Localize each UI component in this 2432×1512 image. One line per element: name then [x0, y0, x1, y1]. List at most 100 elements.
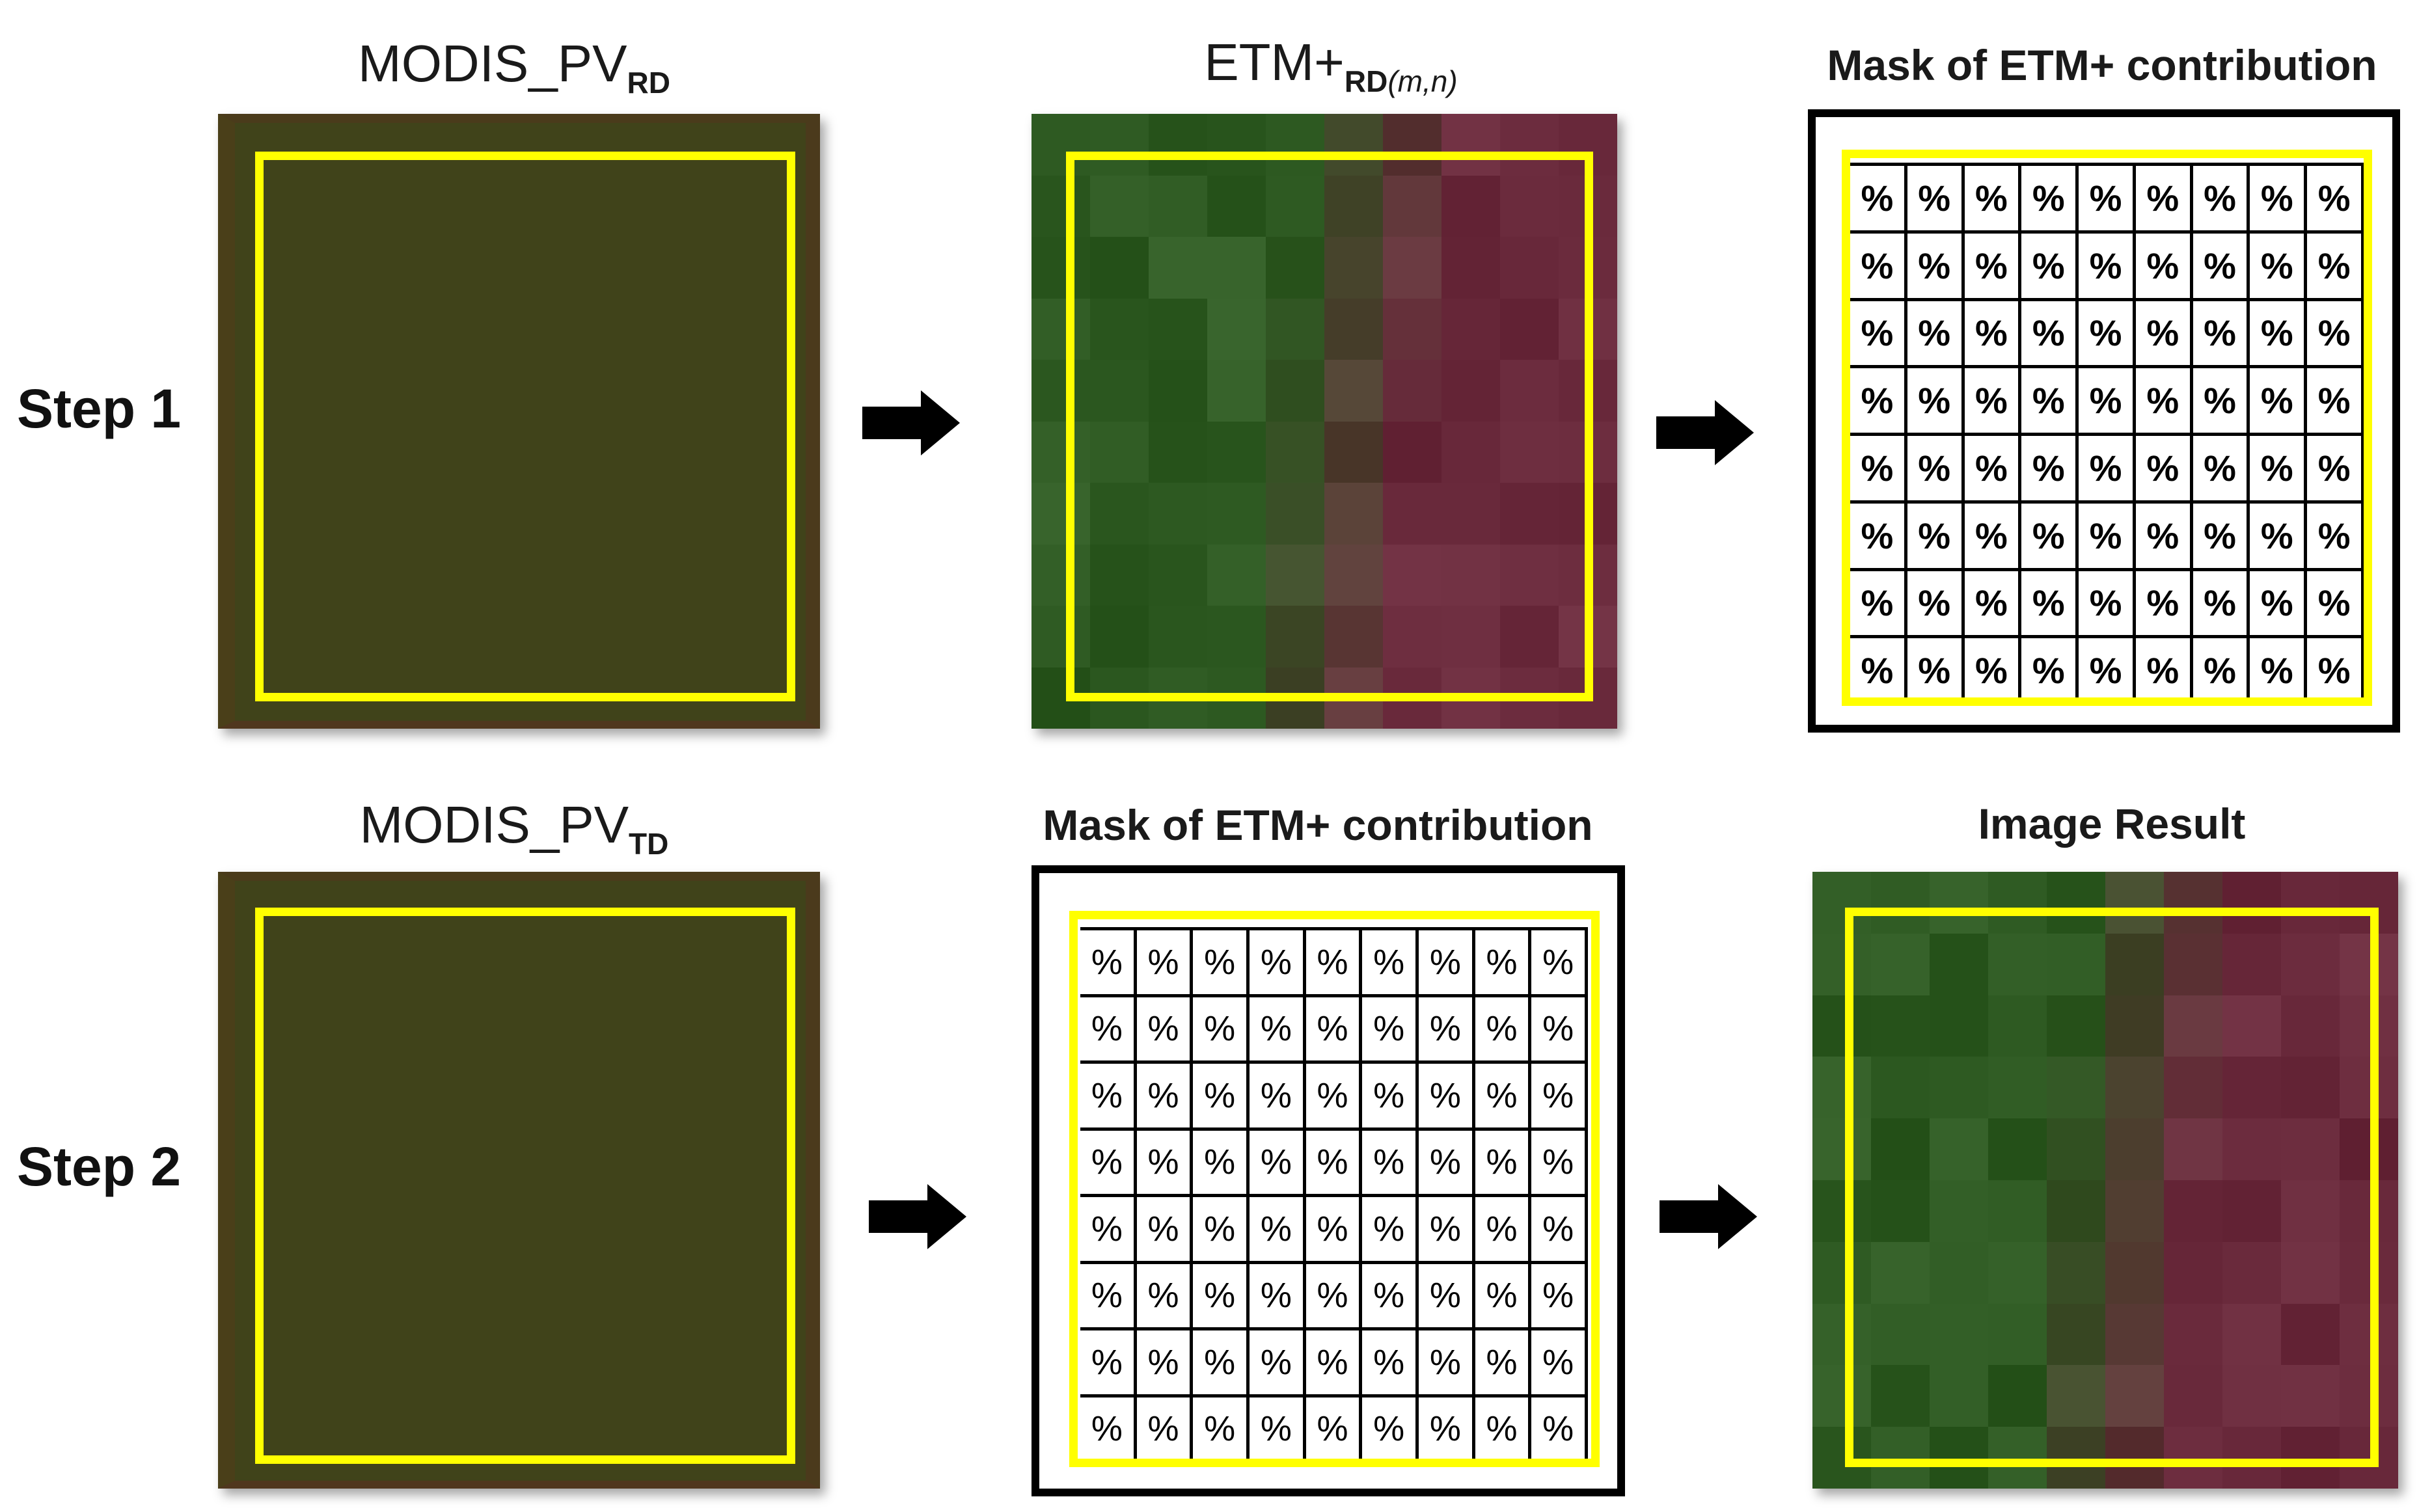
pixel-cell [1266, 483, 1324, 545]
pixel-cell [1930, 1365, 1988, 1427]
modis-pv-td-image [218, 872, 820, 1489]
mask-cell: % [2021, 233, 2079, 301]
mask-cell: % [1907, 571, 1965, 639]
mask-cell: % [1964, 368, 2022, 436]
pixel-cell [2340, 1303, 2398, 1366]
pixel-cell [1871, 872, 1930, 934]
mask-percent-grid: %%%%%%%%%%%%%%%%%%%%%%%%%%%%%%%%%%%%%%%%… [1850, 163, 2364, 706]
pixel-cell [1441, 544, 1500, 606]
mask-cell: % [1249, 930, 1306, 997]
pixel-cell [1930, 1241, 1988, 1304]
pixel-cell [1207, 237, 1266, 299]
mask-cell: % [1193, 997, 1250, 1064]
mask-cell: % [1305, 930, 1363, 997]
pixel-cell [1988, 1365, 2047, 1427]
pixel-cell [1930, 1427, 1988, 1489]
mask-cell: % [1531, 1263, 1588, 1330]
pixel-cell [1500, 483, 1559, 545]
mask-cell: % [2135, 368, 2193, 436]
mask-cell: % [2135, 233, 2193, 301]
pixel-cell [1930, 995, 1988, 1057]
pixel-cell [2047, 933, 2105, 995]
pixel-cell [1871, 1118, 1930, 1180]
mask-cell: % [1080, 1130, 1137, 1197]
pixel-cell [2281, 872, 2340, 934]
pixel-cell [2164, 1118, 2222, 1180]
pixel-cell [2340, 872, 2398, 934]
pixel-cell [2281, 933, 2340, 995]
pixel-cell [1441, 483, 1500, 545]
mask-cell: % [1362, 1064, 1419, 1131]
result-pixel-grid [1812, 872, 2398, 1489]
pixel-cell [1090, 114, 1149, 176]
pixel-cell [2105, 1180, 2164, 1242]
pixel-cell [1266, 421, 1324, 483]
pixel-cell [2340, 1365, 2398, 1427]
pixel-cell [2164, 933, 2222, 995]
pixel-cell [2047, 1180, 2105, 1242]
title-main: MODIS_PV [359, 796, 629, 854]
mask-contribution-panel [1032, 865, 1625, 1496]
pixel-cell [2222, 1180, 2281, 1242]
pixel-cell [1090, 175, 1149, 237]
mask-cell: % [1475, 1263, 1532, 1330]
pixel-cell [1149, 483, 1207, 545]
pixel-cell [2222, 1365, 2281, 1427]
pixel-cell [2222, 872, 2281, 934]
pixel-cell [2222, 995, 2281, 1057]
mask-cell: % [2250, 233, 2308, 301]
mask-cell: % [1475, 1197, 1532, 1264]
mask-cell: % [1907, 301, 1965, 369]
image-result-highlight-box [1845, 908, 2379, 1467]
pixel-cell [1500, 298, 1559, 360]
pixel-cell [1500, 606, 1559, 668]
mask-cell: % [1249, 1397, 1306, 1464]
mask-cell: % [1362, 1197, 1419, 1264]
pixel-cell [2164, 1241, 2222, 1304]
pixel-cell [1032, 421, 1090, 483]
pixel-cell [2340, 1057, 2398, 1119]
pixel-cell [2281, 1427, 2340, 1489]
mask-cell: % [1907, 503, 1965, 571]
pixel-cell [2281, 1303, 2340, 1366]
pixel-cell [1930, 872, 1988, 934]
mask-contribution-title: Mask of ETM+ contribution [1827, 41, 2377, 89]
mask-cell: % [2307, 503, 2364, 571]
pixel-cell [1032, 544, 1090, 606]
pixel-cell [1149, 298, 1207, 360]
pixel-cell [2164, 872, 2222, 934]
mask-cell: % [1850, 301, 1907, 369]
pixel-cell [1871, 1427, 1930, 1489]
pixel-cell [2105, 995, 2164, 1057]
pixel-cell [1324, 421, 1383, 483]
right-arrow-icon [862, 390, 960, 455]
mask-cell: % [2193, 368, 2250, 436]
mask-cell: % [1305, 1064, 1363, 1131]
mask-cell: % [1531, 1130, 1588, 1197]
pixel-cell [1149, 544, 1207, 606]
pixel-cell [1383, 298, 1441, 360]
pixel-cell [1871, 1180, 1930, 1242]
pixel-cell [1266, 237, 1324, 299]
pixel-cell [1032, 114, 1090, 176]
modis-pv-rd-title: MODIS_PVRD [215, 34, 813, 100]
pixel-cell [1324, 237, 1383, 299]
mask-cell: % [2193, 166, 2250, 234]
mask-cell: % [1080, 997, 1137, 1064]
mask-cell: % [2079, 301, 2136, 369]
mask-cell: % [2135, 571, 2193, 639]
modis-pv-td-highlight-box [255, 908, 795, 1464]
mask-cell: % [1305, 997, 1363, 1064]
title-subscript: RD [627, 66, 670, 100]
mask-cell: % [1964, 503, 2022, 571]
pixel-cell [2047, 1427, 2105, 1489]
pixel-cell [1988, 872, 2047, 934]
pixel-cell [1324, 114, 1383, 176]
pixel-cell [1266, 606, 1324, 668]
mask-cell: % [2079, 436, 2136, 504]
mask-cell: % [1475, 1130, 1532, 1197]
pixel-cell [1871, 1303, 1930, 1366]
mask-cell: % [2021, 301, 2079, 369]
pixel-cell [2281, 1118, 2340, 1180]
pixel-cell [1266, 360, 1324, 422]
